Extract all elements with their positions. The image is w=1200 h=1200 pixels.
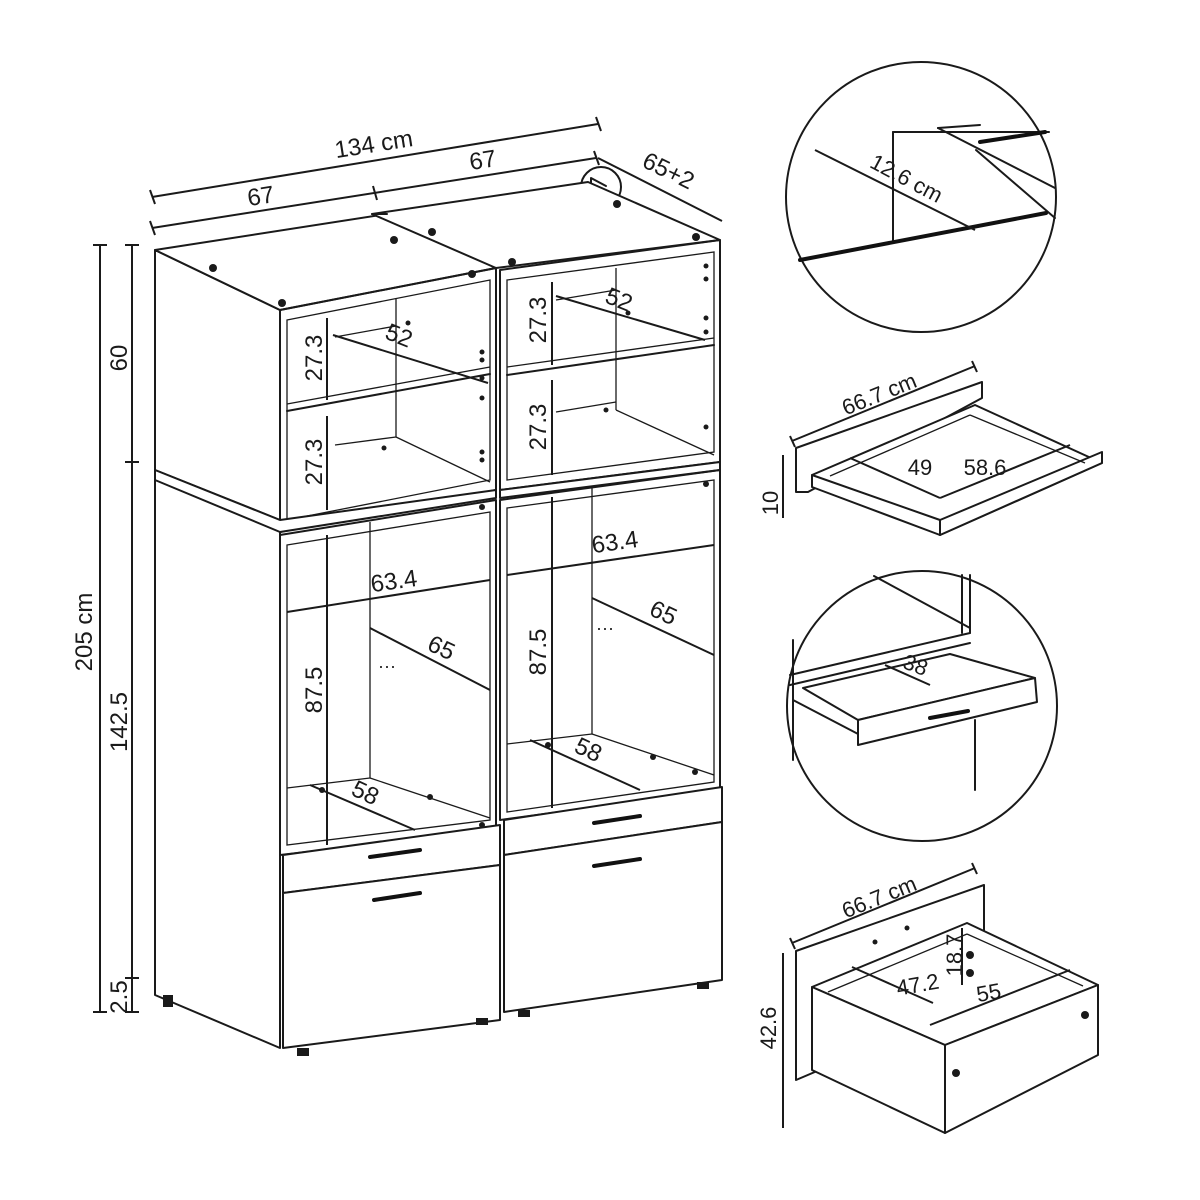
leg bbox=[518, 1010, 530, 1017]
right-shelf-depth: 58 bbox=[570, 732, 606, 768]
shelf-height-label: 10 bbox=[758, 491, 783, 515]
cabinet: ··· ··· bbox=[154, 181, 723, 1056]
svg-text:···: ··· bbox=[596, 618, 614, 638]
left-lower-depth: 65 bbox=[423, 630, 459, 666]
right-lower-width: 63.4 bbox=[590, 526, 640, 559]
shelf-depth-b: 58.6 bbox=[964, 455, 1007, 480]
depth-label: 65+2 bbox=[638, 147, 698, 195]
leg bbox=[697, 982, 709, 989]
right-door bbox=[503, 821, 723, 1013]
leg bbox=[476, 1018, 488, 1025]
right-width-label: 67 bbox=[468, 145, 499, 176]
shelf-depth-a: 49 bbox=[908, 455, 932, 480]
left-lower-height: 87.5 bbox=[301, 667, 328, 714]
right-door-handle bbox=[592, 857, 642, 868]
left-top-height: 27.3 bbox=[301, 335, 328, 382]
leg bbox=[163, 995, 173, 1007]
detail-top-edge: 12.6 cm bbox=[785, 61, 1057, 333]
drawer-front-height: 42.6 bbox=[756, 1007, 781, 1050]
upper-height-label: 60 bbox=[106, 345, 133, 372]
left-width-label: 67 bbox=[246, 181, 277, 212]
drawer-inner-height: 18.7 bbox=[942, 934, 967, 977]
module-separator bbox=[154, 469, 497, 533]
top-detail-depth: 12.6 cm bbox=[866, 149, 947, 208]
drawer-depth-b: 55 bbox=[974, 978, 1002, 1007]
svg-text:···: ··· bbox=[378, 656, 396, 676]
left-top-depth: 52 bbox=[381, 319, 416, 354]
detail-pullout-shelf: 66.7 cm 49 58.6 10 bbox=[758, 360, 1103, 536]
lower-height-label: 142.5 bbox=[106, 692, 133, 752]
left-door bbox=[282, 864, 501, 1049]
right-top-depth: 52 bbox=[601, 283, 636, 318]
total-height-dimension: 205 cm bbox=[71, 244, 107, 1013]
module-width-dimension: 67 67 bbox=[149, 145, 600, 236]
right-top-height: 27.3 bbox=[525, 297, 552, 344]
right-lower-height: 87.5 bbox=[525, 629, 552, 676]
right-drawer-handle bbox=[592, 814, 642, 825]
right-mid-height: 27.3 bbox=[525, 404, 552, 451]
section-height-dimensions: 60 142.5 2.5 bbox=[106, 244, 139, 1014]
total-width-label: 134 cm bbox=[333, 125, 415, 164]
left-lower-width: 63.4 bbox=[369, 565, 419, 598]
upper-right-dimensions: 27.3 27.3 52 bbox=[525, 282, 706, 475]
left-side-panel bbox=[154, 249, 281, 1049]
lower-right-dimensions: 63.4 87.5 65 58 bbox=[506, 497, 715, 808]
detail-drawer: 66.7 cm 47.2 55 18.7 42.6 bbox=[756, 862, 1099, 1134]
left-mid-height: 27.3 bbox=[301, 439, 328, 486]
leg bbox=[297, 1048, 309, 1056]
left-door-handle bbox=[372, 891, 422, 902]
lower-left-dimensions: 63.4 87.5 65 58 bbox=[286, 535, 491, 845]
detail-drawer-circle: 38 bbox=[786, 570, 1058, 842]
leg-height-label: 2.5 bbox=[106, 980, 133, 1013]
left-drawer-handle bbox=[368, 848, 422, 859]
upper-left-dimensions: 27.3 27.3 52 bbox=[301, 318, 489, 510]
total-height-label: 205 cm bbox=[71, 593, 98, 672]
